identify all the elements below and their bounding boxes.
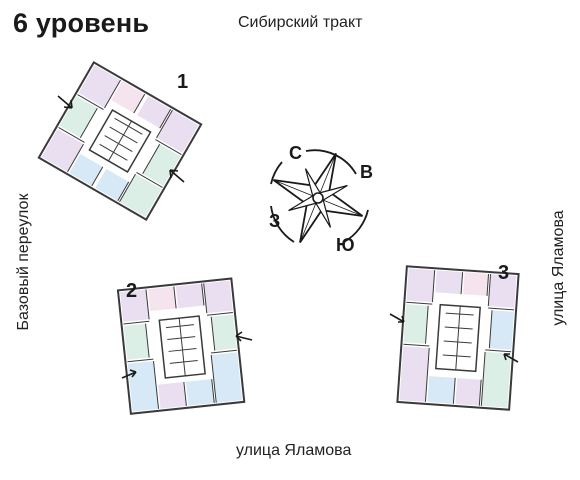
page-title: 6 уровень <box>13 8 150 38</box>
entrance-arrow-icon <box>503 353 519 363</box>
entrance-arrow-icon <box>121 369 137 379</box>
building-3-number: 3 <box>498 262 510 284</box>
entrance-arrow-icon <box>169 169 185 183</box>
building-3-floorplan[interactable] <box>388 258 528 418</box>
compass-rose-icon <box>270 149 369 244</box>
entrance-arrow-icon <box>389 313 405 323</box>
entrance-arrow-icon <box>235 331 253 342</box>
building-2-floorplan[interactable] <box>112 270 253 420</box>
compass-south-label: Ю <box>336 235 355 255</box>
compass-north-label: С <box>289 143 302 163</box>
street-label-right: улица Яламова <box>550 210 567 326</box>
street-label-bottom: улица Яламова <box>236 442 352 459</box>
compass-east-label: В <box>360 162 373 182</box>
street-label-left: Базовый переулок <box>15 193 32 331</box>
building-2-number: 2 <box>126 280 138 302</box>
building-1-number: 1 <box>177 71 189 93</box>
street-label-top: Сибирский тракт <box>238 14 363 31</box>
compass-west-label: З <box>269 211 281 231</box>
entrance-arrow-icon <box>57 95 73 109</box>
building-1-floorplan[interactable] <box>37 56 203 226</box>
